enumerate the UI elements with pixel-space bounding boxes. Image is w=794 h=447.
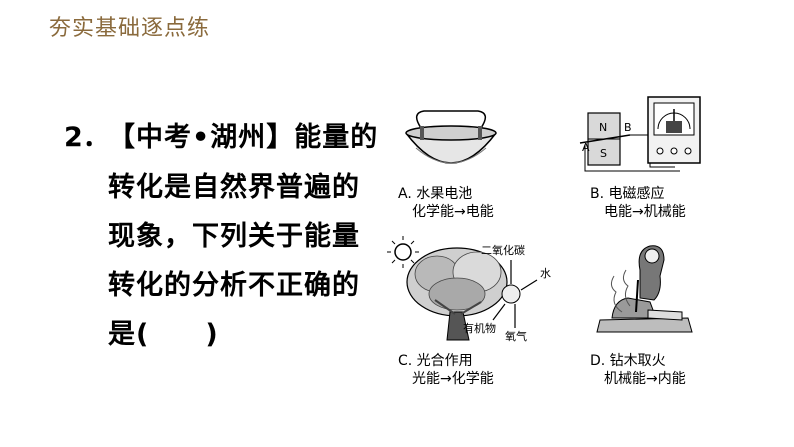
fruit-battery-illustration [405, 110, 497, 164]
option-d-desc: 机械能→内能 [604, 371, 686, 387]
question-line-4: 转化的分析不正确的 [108, 270, 360, 301]
question-line-2: 转化是自然界普遍的 [108, 172, 360, 203]
organic-matter-label: 有机物 [463, 321, 496, 335]
water-label: 水 [540, 267, 551, 280]
oxygen-label: 氧气 [505, 329, 527, 343]
option-c-label: C. 光合作用 [398, 353, 473, 369]
point-b-label: B [624, 121, 632, 134]
question-line-1: 【中考•湖州】能量的 [108, 122, 379, 153]
electromagnetic-induction-illustration: N S A B [579, 96, 701, 172]
option-a-label: A. 水果电池 [398, 186, 473, 202]
question-number: 2． [64, 122, 110, 153]
option-b-desc: 电能→机械能 [604, 204, 686, 220]
tree-icon [406, 247, 508, 341]
question-line-5: 是( ) [108, 319, 219, 350]
magnet-n-label: N [599, 121, 607, 134]
question-line-3: 现象，下列关于能量 [108, 221, 360, 252]
magnet-s-label: S [600, 147, 607, 160]
option-d-label: D. 钻木取火 [590, 353, 666, 369]
section-title: 夯实基础逐点练 [49, 16, 211, 41]
option-c-desc: 光能→化学能 [412, 371, 494, 387]
fire-drill-illustration [596, 245, 693, 333]
photosynthesis-illustration: 二氧化碳 水 有机物 氧气 [387, 236, 551, 343]
co2-label: 二氧化碳 [481, 243, 525, 257]
sun-icon [387, 236, 419, 268]
option-a-desc: 化学能→电能 [412, 204, 494, 220]
option-b-label: B. 电磁感应 [590, 186, 665, 202]
point-a-label: A [582, 141, 590, 154]
